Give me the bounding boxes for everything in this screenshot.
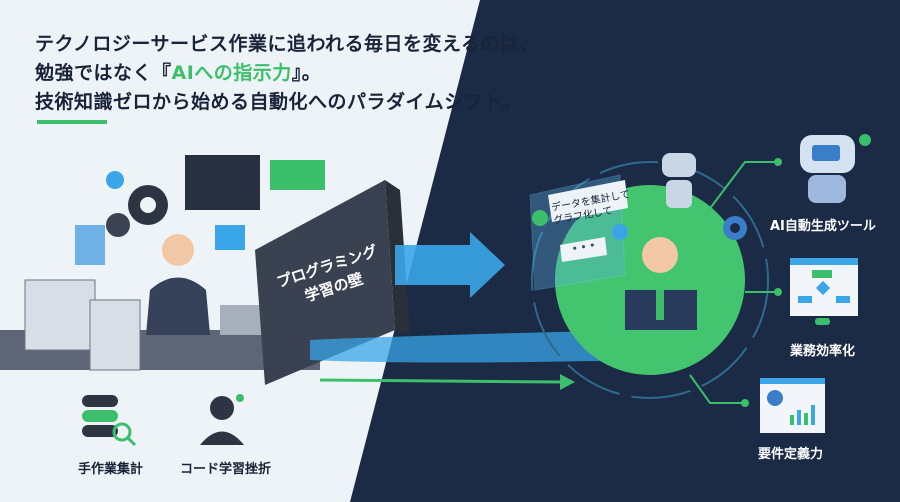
headline-accent: AIへの指示力 — [171, 62, 292, 84]
code-window-icon — [185, 155, 325, 250]
green-circle — [555, 185, 745, 375]
arrow-right-icon — [395, 232, 505, 298]
robot-icon — [800, 134, 871, 203]
confused-person-icon — [200, 394, 244, 445]
right-item-label-2: 業務効率化 — [790, 344, 856, 359]
question-mark-icon — [236, 394, 244, 402]
gear-icon — [106, 171, 168, 237]
headline-line-2: 勉強ではなく『AIへの指示力』。 — [35, 59, 539, 88]
headline-line-2-prefix: 勉強ではなく『 — [35, 62, 172, 84]
headline: テクノロジーサービス作業に追われる毎日を変えるのは、 勉強ではなく『AIへの指示… — [35, 30, 539, 117]
gear-icon — [723, 216, 747, 240]
connector-lines — [689, 158, 782, 407]
right-item-label-3: 要件定義力 — [758, 447, 824, 462]
ai-avatar-icon — [612, 224, 628, 240]
right-item-label-1: AI自動生成ツール — [770, 219, 876, 234]
small-robot-icon — [662, 153, 696, 208]
stressed-worker-figure — [146, 234, 265, 335]
presenter-figure — [625, 237, 697, 330]
report-chart-icon — [760, 378, 825, 433]
database-search-icon — [82, 395, 137, 447]
paper-stack-icon — [24, 225, 141, 371]
headline-underline — [37, 120, 107, 124]
headline-line-1: テクノロジーサービス作業に追われる毎日を変えるのは、 — [35, 33, 539, 55]
left-item-label-1: 手作業集計 — [78, 462, 144, 477]
orbit-ring — [531, 161, 769, 399]
transformation-arrows — [310, 232, 640, 390]
flowchart-icon — [790, 258, 858, 325]
chat-window — [529, 174, 628, 291]
headline-line-2-suffix: 』。 — [291, 62, 322, 84]
headline-line-3: 技術知識ゼロから始める自動化へのパラダイムシフト。 — [35, 91, 522, 113]
left-item-label-2: コード学習挫折 — [180, 462, 272, 477]
user-avatar-icon — [532, 210, 548, 226]
